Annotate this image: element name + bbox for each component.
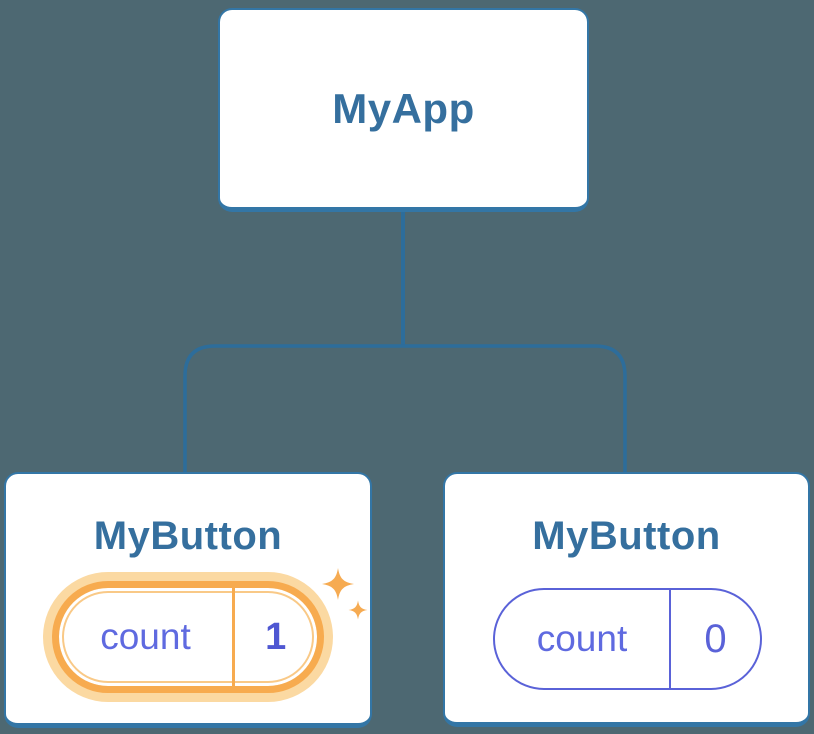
state-value-cell: 0 [671,590,760,688]
state-name-cell: count [59,588,232,686]
tree-node-child-right: MyButton count 0 [443,472,810,727]
state-value: 0 [704,616,727,661]
pill-divider [669,590,671,688]
sparkles-icon [322,568,368,620]
state-value: 1 [265,615,287,658]
state-pill-plain: count 0 [493,588,762,690]
connector-bracket [183,344,627,474]
state-name: count [100,616,191,657]
state-name-cell: count [495,590,669,688]
state-value-cell: 1 [235,588,318,686]
node-title: MyApp [332,84,475,132]
state-pill-highlighted: count 1 [52,581,324,693]
node-title: MyButton [93,514,283,558]
tree-node-child-left: MyButton count 1 [4,472,372,728]
state-name: count [536,618,628,659]
pill-divider [232,588,235,686]
node-title: MyButton [532,514,721,558]
tree-node-root: MyApp [218,8,589,212]
